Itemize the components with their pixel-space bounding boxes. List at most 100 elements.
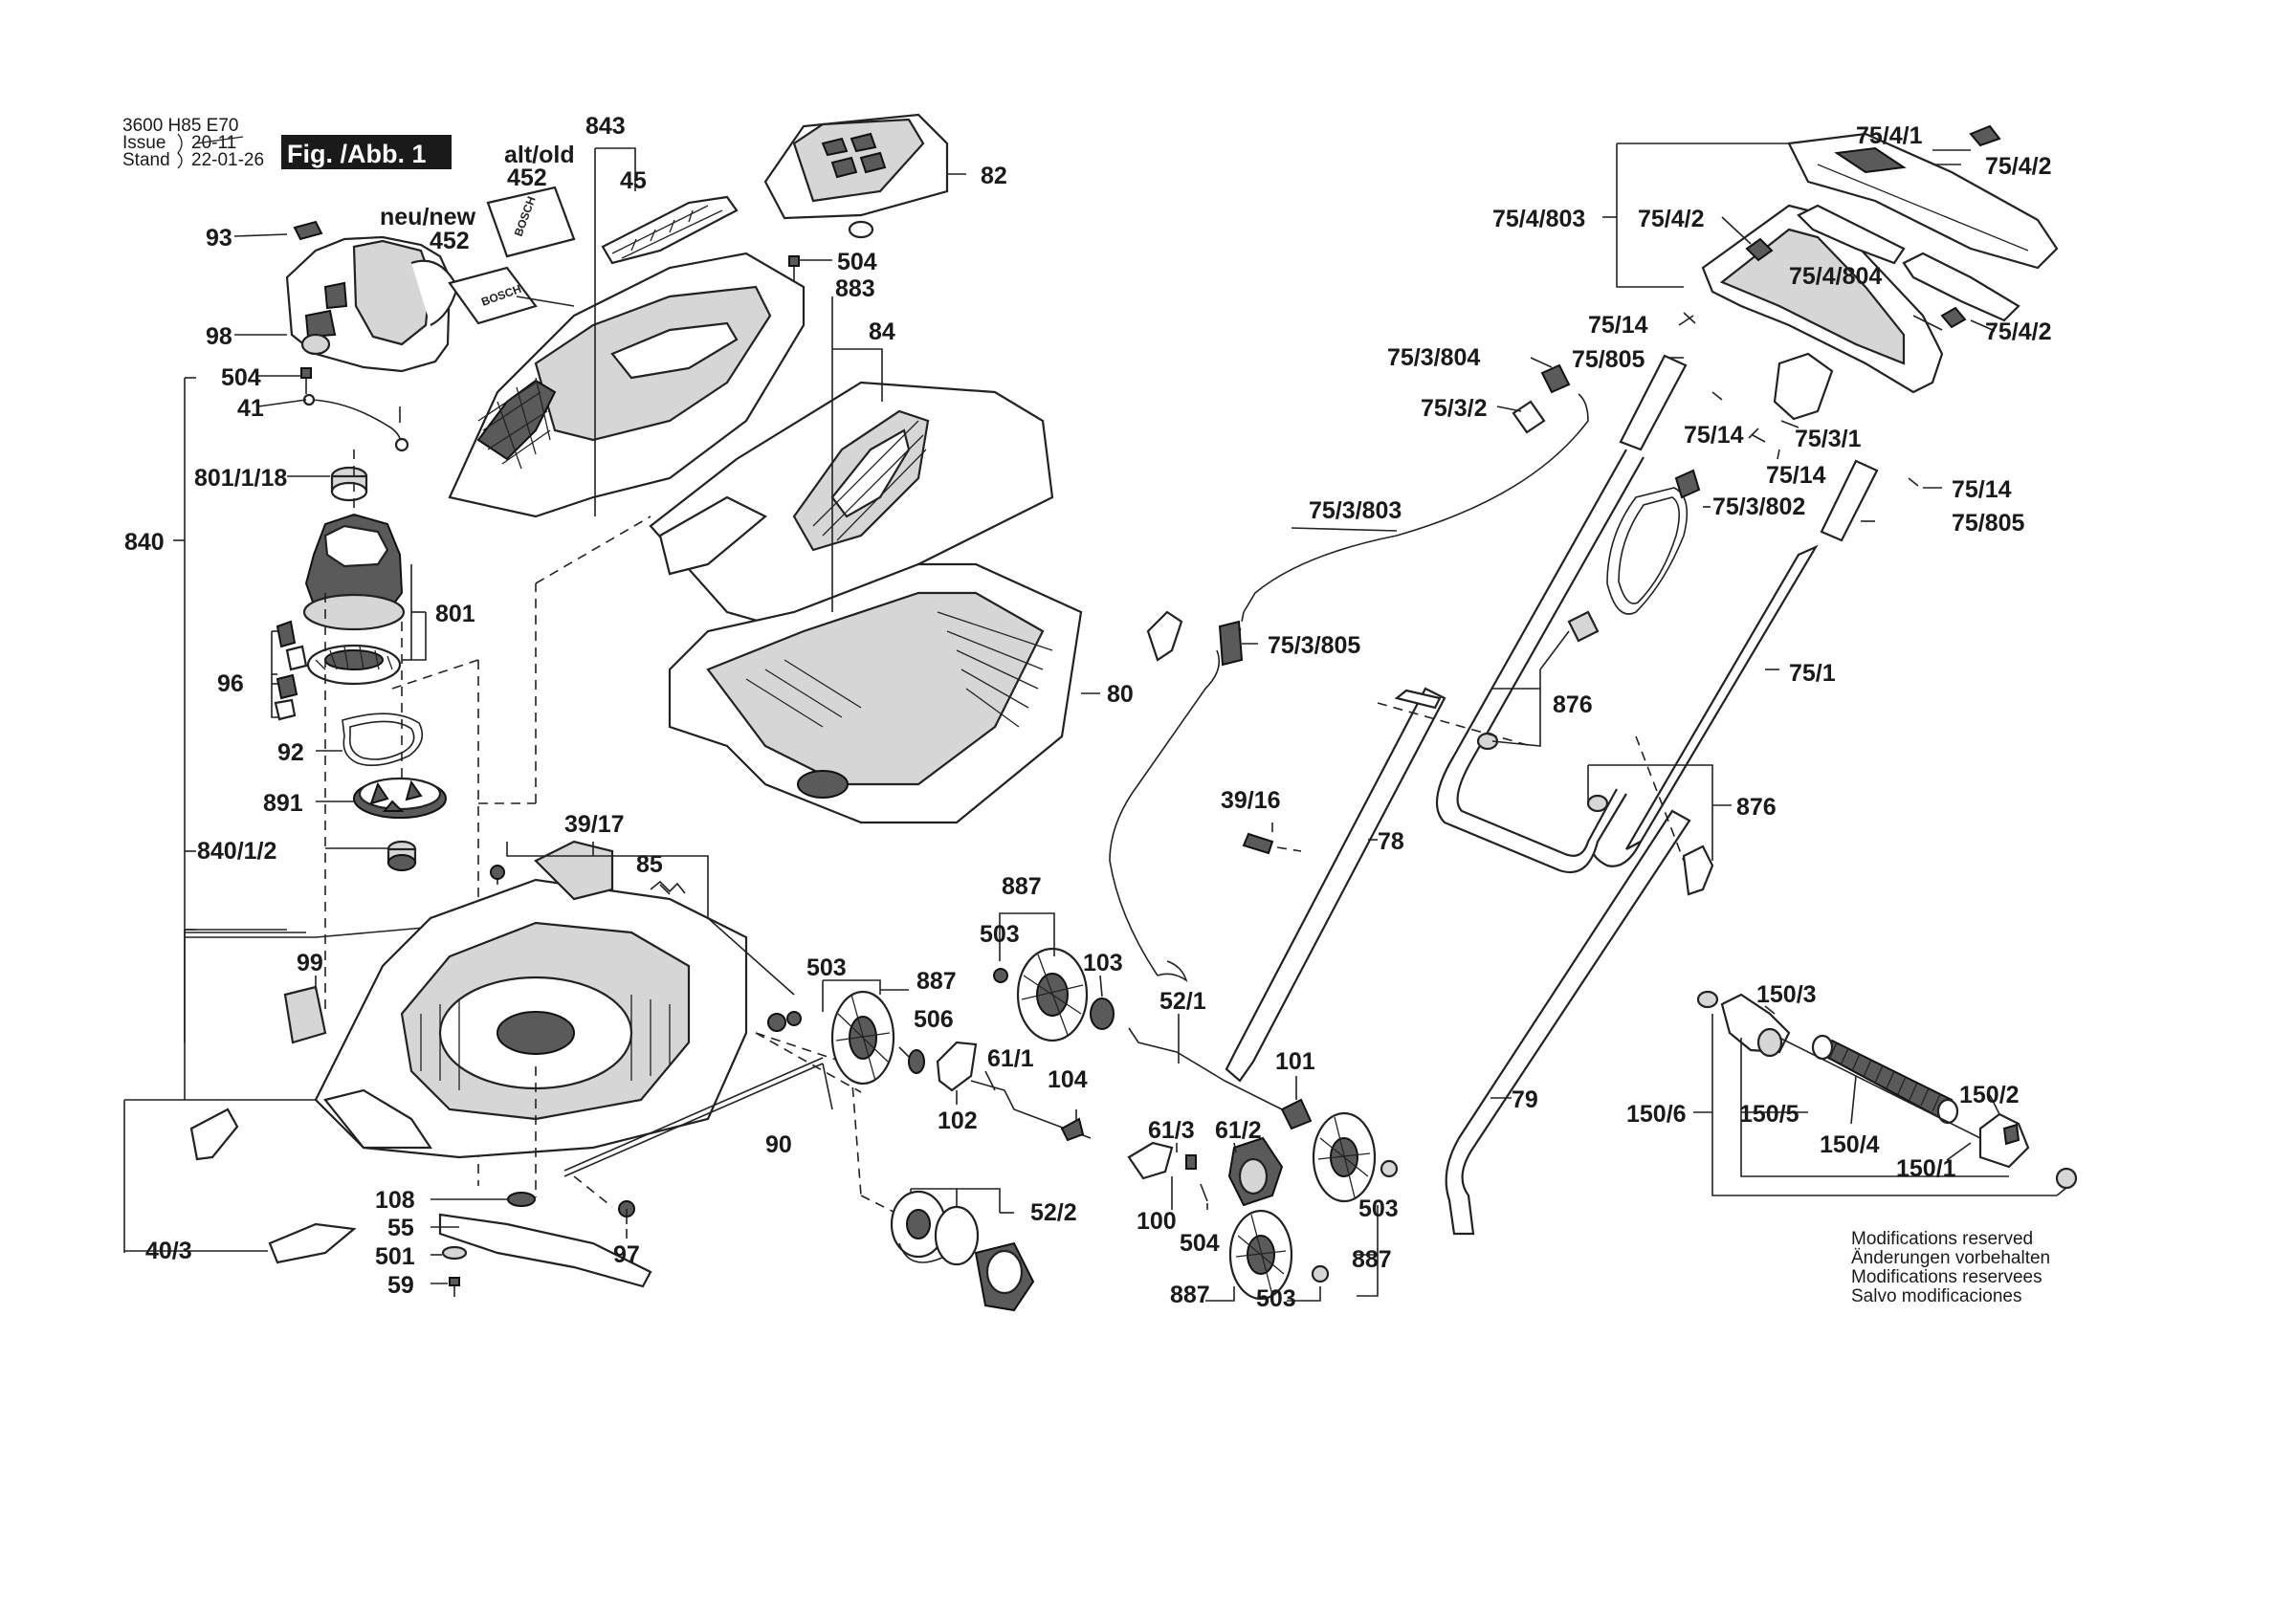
label-104: 104 [1048, 1066, 1088, 1093]
label-150-3: 150/3 [1756, 981, 1817, 1008]
label-45: 45 [620, 167, 647, 194]
label-101: 101 [1275, 1048, 1315, 1075]
label-452-old: 452 [507, 164, 547, 191]
label-98: 98 [206, 323, 232, 350]
label-876-b: 876 [1736, 794, 1777, 821]
label-503-a: 503 [806, 954, 847, 981]
cable-loop-part [1606, 487, 1689, 615]
sleeve-part [1619, 354, 1688, 451]
label-887-a: 887 [916, 968, 957, 995]
label-75-3-804: 75/3/804 [1387, 344, 1480, 371]
notice-line: Modifications reservees [1851, 1267, 2042, 1287]
label-75-3-2: 75/3/2 [1421, 395, 1488, 422]
label-501: 501 [375, 1243, 415, 1270]
pad-part [283, 985, 327, 1044]
label-52-2: 52/2 [1030, 1199, 1077, 1226]
flap-part [189, 1108, 239, 1161]
upper-handle-bar-part [1623, 544, 1819, 852]
top-cover-group: BOSCH BOSCH [448, 113, 966, 518]
label-75-805-a: 75/805 [1572, 346, 1645, 373]
label-99: 99 [297, 950, 323, 976]
label-90: 90 [765, 1131, 792, 1158]
label-75-4-803: 75/4/803 [1492, 206, 1585, 232]
roller-part [1816, 1039, 1954, 1121]
wheel-group-right [1109, 649, 1399, 1302]
lower-tube-part [1225, 687, 1446, 1083]
switch-cable-part [1243, 393, 1589, 613]
label-52-1: 52/1 [1159, 988, 1206, 1015]
label-75-4-2-c: 75/4/2 [1985, 318, 2052, 345]
height-adjuster-part [936, 1041, 978, 1092]
label-150-1: 150/1 [1896, 1155, 1956, 1182]
bearing-part [387, 854, 416, 871]
label-75-14-c: 75/14 [1766, 462, 1826, 489]
label-102: 102 [938, 1108, 978, 1134]
label-876-a: 876 [1553, 691, 1593, 718]
label-75-3-1: 75/3/1 [1795, 426, 1862, 452]
label-840-1-2: 840/1/2 [197, 838, 276, 865]
label-887-b: 887 [1002, 873, 1042, 900]
pivot-part [1280, 1098, 1313, 1130]
issue-label: Issue [122, 133, 166, 153]
belt-part [342, 713, 424, 766]
label-96: 96 [217, 670, 244, 697]
mower-deck-group [189, 840, 900, 1297]
blade-part [438, 1213, 652, 1288]
label-150-4: 150/4 [1820, 1131, 1880, 1158]
label-75-14-b: 75/14 [1684, 422, 1744, 449]
label-neu-new: neu/new [380, 204, 476, 230]
roller-end-bracket-part [1978, 1112, 2030, 1169]
label-78: 78 [1378, 828, 1404, 855]
label-843: 843 [585, 113, 626, 140]
label-39-16: 39/16 [1221, 787, 1281, 814]
label-801-1-18: 801/1/18 [194, 465, 287, 492]
label-75-4-2-b: 75/4/2 [1638, 206, 1705, 232]
label-108: 108 [375, 1187, 415, 1214]
grass-box-group [649, 296, 1100, 824]
tube-part [1445, 809, 1691, 1236]
label-97: 97 [613, 1241, 640, 1268]
stand-label: Stand [122, 150, 170, 170]
label-504-left: 504 [221, 364, 261, 391]
document-header: 3600 H85 E70 Issue 20-11 Stand 22-01-26 … [122, 116, 452, 170]
notice-line: Änderungen vorbehalten [1851, 1248, 2051, 1268]
label-150-6: 150/6 [1626, 1101, 1687, 1128]
label-41: 41 [237, 395, 264, 422]
label-80: 80 [1107, 681, 1134, 708]
cable-part [1109, 649, 1221, 976]
spring-part [650, 880, 686, 894]
handle-part [601, 195, 739, 265]
label-alt-old: alt/old [504, 142, 575, 168]
label-75-3-805: 75/3/805 [1268, 632, 1360, 659]
label-75-4-1: 75/4/1 [1856, 122, 1923, 149]
part-number-labels: alt/old neu/new 843 452 452 45 82 93 98 … [124, 113, 2052, 1312]
label-92: 92 [277, 739, 304, 766]
stand-value: 22-01-26 [191, 150, 264, 170]
label-75-4-2-a: 75/4/2 [1985, 153, 2052, 180]
label-452-new: 452 [430, 228, 470, 254]
label-506: 506 [914, 1006, 954, 1033]
label-75-4-804: 75/4/804 [1789, 263, 1882, 290]
label-75-1: 75/1 [1789, 660, 1836, 687]
motor-assembly-group [274, 220, 459, 871]
label-59: 59 [387, 1272, 414, 1299]
label-503-c: 503 [1358, 1195, 1399, 1222]
label-55: 55 [387, 1215, 414, 1241]
label-100: 100 [1137, 1208, 1177, 1235]
notice-line: Modifications reserved [1851, 1229, 2034, 1249]
adjuster-lever-part [1127, 1141, 1174, 1180]
trigger-part [1797, 204, 1906, 265]
figure-label: Fig. /Abb. 1 [287, 140, 427, 168]
doc-number: 3600 H85 E70 [122, 116, 239, 136]
brush-part [276, 620, 297, 648]
axle-link-rod-part [1128, 1027, 1283, 1110]
roller-group [1693, 990, 2078, 1196]
label-75-805-b: 75/805 [1952, 510, 2025, 537]
figure-badge: Fig. /Abb. 1 [281, 135, 452, 169]
label-75-14-d: 75/14 [1952, 476, 2012, 503]
cap-part [1090, 998, 1115, 1030]
screw-part [300, 367, 312, 379]
cable-clip-part [1146, 610, 1183, 662]
label-504-top: 504 [837, 249, 877, 275]
